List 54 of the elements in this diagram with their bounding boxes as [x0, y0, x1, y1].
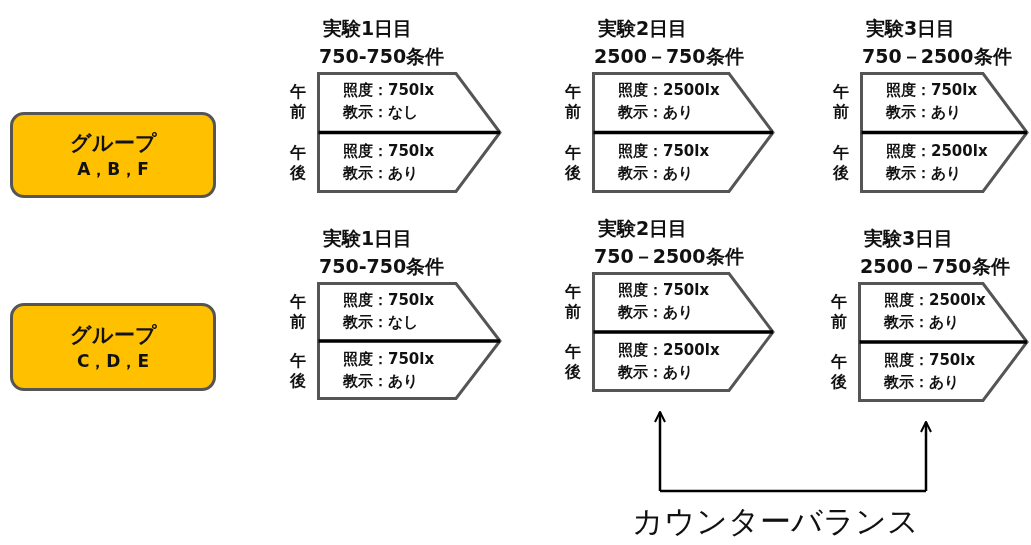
setting-text: 教示：あり: [886, 162, 961, 183]
setting-text: 照度：750lx: [343, 290, 435, 310]
condition-label: 2500－750条件: [594, 44, 744, 68]
day-heading: 実験3日目: [864, 226, 954, 250]
setting-text: 教示：あり: [884, 372, 959, 392]
setting-text: 教示：あり: [618, 362, 693, 382]
day-heading: 実験2日目: [598, 16, 688, 40]
condition-label: 750－2500条件: [862, 44, 1012, 68]
time-label: 午後: [830, 352, 848, 392]
time-label: 午後: [289, 142, 307, 183]
arrow: [654, 411, 666, 491]
setting-text: 教示：あり: [343, 371, 418, 391]
bracket-line: [660, 489, 926, 493]
setting-text: 照度：2500lx: [884, 290, 986, 310]
condition-label: 2500－750条件: [860, 254, 1010, 278]
arrow: [920, 421, 932, 491]
setting-text: 照度：750lx: [884, 350, 976, 370]
time-label: 午前: [564, 82, 582, 122]
setting-text: 教示：あり: [884, 312, 959, 332]
group-box: グループ A，B，F: [10, 112, 216, 198]
time-label: 午後: [289, 351, 307, 391]
time-label: 午後: [564, 342, 582, 382]
time-label: 午前: [564, 282, 582, 322]
day-heading: 実験3日目: [866, 16, 956, 40]
setting-text: 教示：あり: [886, 102, 961, 122]
setting-text: 教示：あり: [618, 162, 693, 183]
setting-text: 照度：2500lx: [618, 80, 720, 100]
day-heading: 実験2日目: [598, 216, 688, 240]
setting-text: 教示：あり: [343, 162, 418, 183]
setting-text: 照度：750lx: [618, 140, 710, 161]
time-label: 午前: [832, 82, 850, 122]
setting-text: 照度：750lx: [343, 80, 435, 100]
condition-label: 750-750条件: [319, 254, 445, 278]
day-heading: 実験1日目: [323, 16, 413, 40]
condition-label: 750-750条件: [319, 44, 445, 68]
setting-text: 照度：2500lx: [886, 140, 988, 161]
time-label: 午前: [289, 292, 307, 332]
time-label: 午前: [830, 292, 848, 332]
setting-text: 照度：750lx: [343, 140, 435, 161]
setting-text: 教示：あり: [618, 102, 693, 122]
time-label: 午後: [564, 142, 582, 183]
setting-text: 教示：あり: [618, 302, 693, 322]
day-heading: 実験1日目: [323, 226, 413, 250]
setting-text: 教示：なし: [343, 102, 418, 122]
setting-text: 照度：750lx: [886, 80, 978, 100]
group-box: グループ C，D，E: [10, 303, 216, 391]
setting-text: 照度：750lx: [343, 349, 435, 369]
time-label: 午前: [289, 82, 307, 122]
condition-label: 750－2500条件: [594, 244, 744, 268]
caption-text: カウンターバランス: [632, 502, 919, 540]
setting-text: 教示：なし: [343, 312, 418, 332]
setting-text: 照度：2500lx: [618, 340, 720, 360]
time-label: 午後: [832, 142, 850, 183]
setting-text: 照度：750lx: [618, 280, 710, 300]
